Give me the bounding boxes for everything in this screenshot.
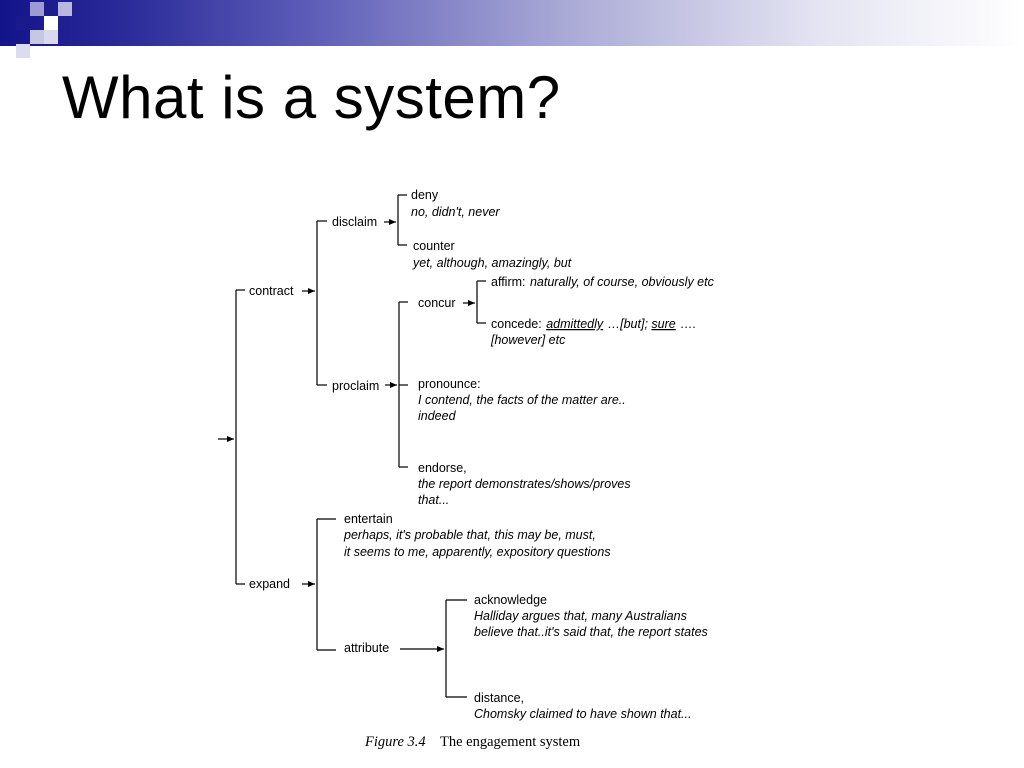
node-expand: expand — [249, 577, 290, 591]
concede-example-admittedly: admittedly — [546, 317, 604, 331]
decor-square — [44, 16, 58, 30]
acknowledge-examples-1: Halliday argues that, many Australians — [474, 609, 687, 623]
counter-examples: yet, although, amazingly, but — [412, 256, 572, 270]
node-affirm: affirm: — [491, 275, 526, 289]
node-concur: concur — [418, 296, 456, 310]
figure-caption-text: The engagement system — [440, 734, 581, 750]
deny-examples: no, didn't, never — [411, 205, 500, 219]
node-concede: concede: — [491, 317, 542, 331]
acknowledge-examples-2: believe that..it's said that, the report… — [474, 625, 708, 639]
concede-example-ellipsis: …. — [680, 317, 696, 331]
decor-square — [16, 44, 30, 58]
node-contract: contract — [249, 284, 294, 298]
node-acknowledge: acknowledge — [474, 593, 547, 607]
pronounce-examples-1: I contend, the facts of the matter are.. — [418, 393, 626, 407]
affirm-examples: naturally, of course, obviously etc — [530, 275, 715, 289]
node-distance: distance, — [474, 691, 524, 705]
endorse-examples-2: that... — [418, 493, 449, 507]
decor-square — [16, 16, 30, 30]
distance-examples: Chomsky claimed to have shown that... — [474, 707, 691, 721]
entertain-examples-2: it seems to me, apparently, expository q… — [344, 545, 611, 559]
node-disclaim: disclaim — [332, 215, 377, 229]
node-endorse: endorse, — [418, 461, 467, 475]
node-counter: counter — [413, 239, 455, 253]
endorse-examples-1: the report demonstrates/shows/proves — [418, 477, 631, 491]
pronounce-examples-2: indeed — [418, 409, 457, 423]
decor-square — [44, 30, 58, 44]
decor-square — [30, 2, 44, 16]
concede-example-but: …[but]; — [608, 317, 652, 331]
decor-square — [58, 2, 72, 16]
decor-square — [30, 30, 44, 44]
concede-line: concede: admittedly …[but]; sure …. — [491, 315, 696, 332]
node-attribute: attribute — [344, 641, 389, 655]
page-title: What is a system? — [62, 64, 561, 131]
node-deny: deny — [411, 188, 439, 202]
node-entertain: entertain — [344, 512, 393, 526]
node-pronounce: pronounce: — [418, 377, 481, 391]
figure-caption-number: Figure 3.4 — [364, 734, 426, 750]
node-proclaim: proclaim — [332, 379, 379, 393]
affirm-line: affirm: naturally, of course, obviously … — [491, 273, 715, 290]
concede-example-sure: sure — [651, 317, 675, 331]
concede-examples-2: [however] etc — [490, 333, 566, 347]
header-gradient-bar — [0, 0, 1024, 46]
entertain-examples-1: perhaps, it's probable that, this may be… — [343, 528, 596, 542]
